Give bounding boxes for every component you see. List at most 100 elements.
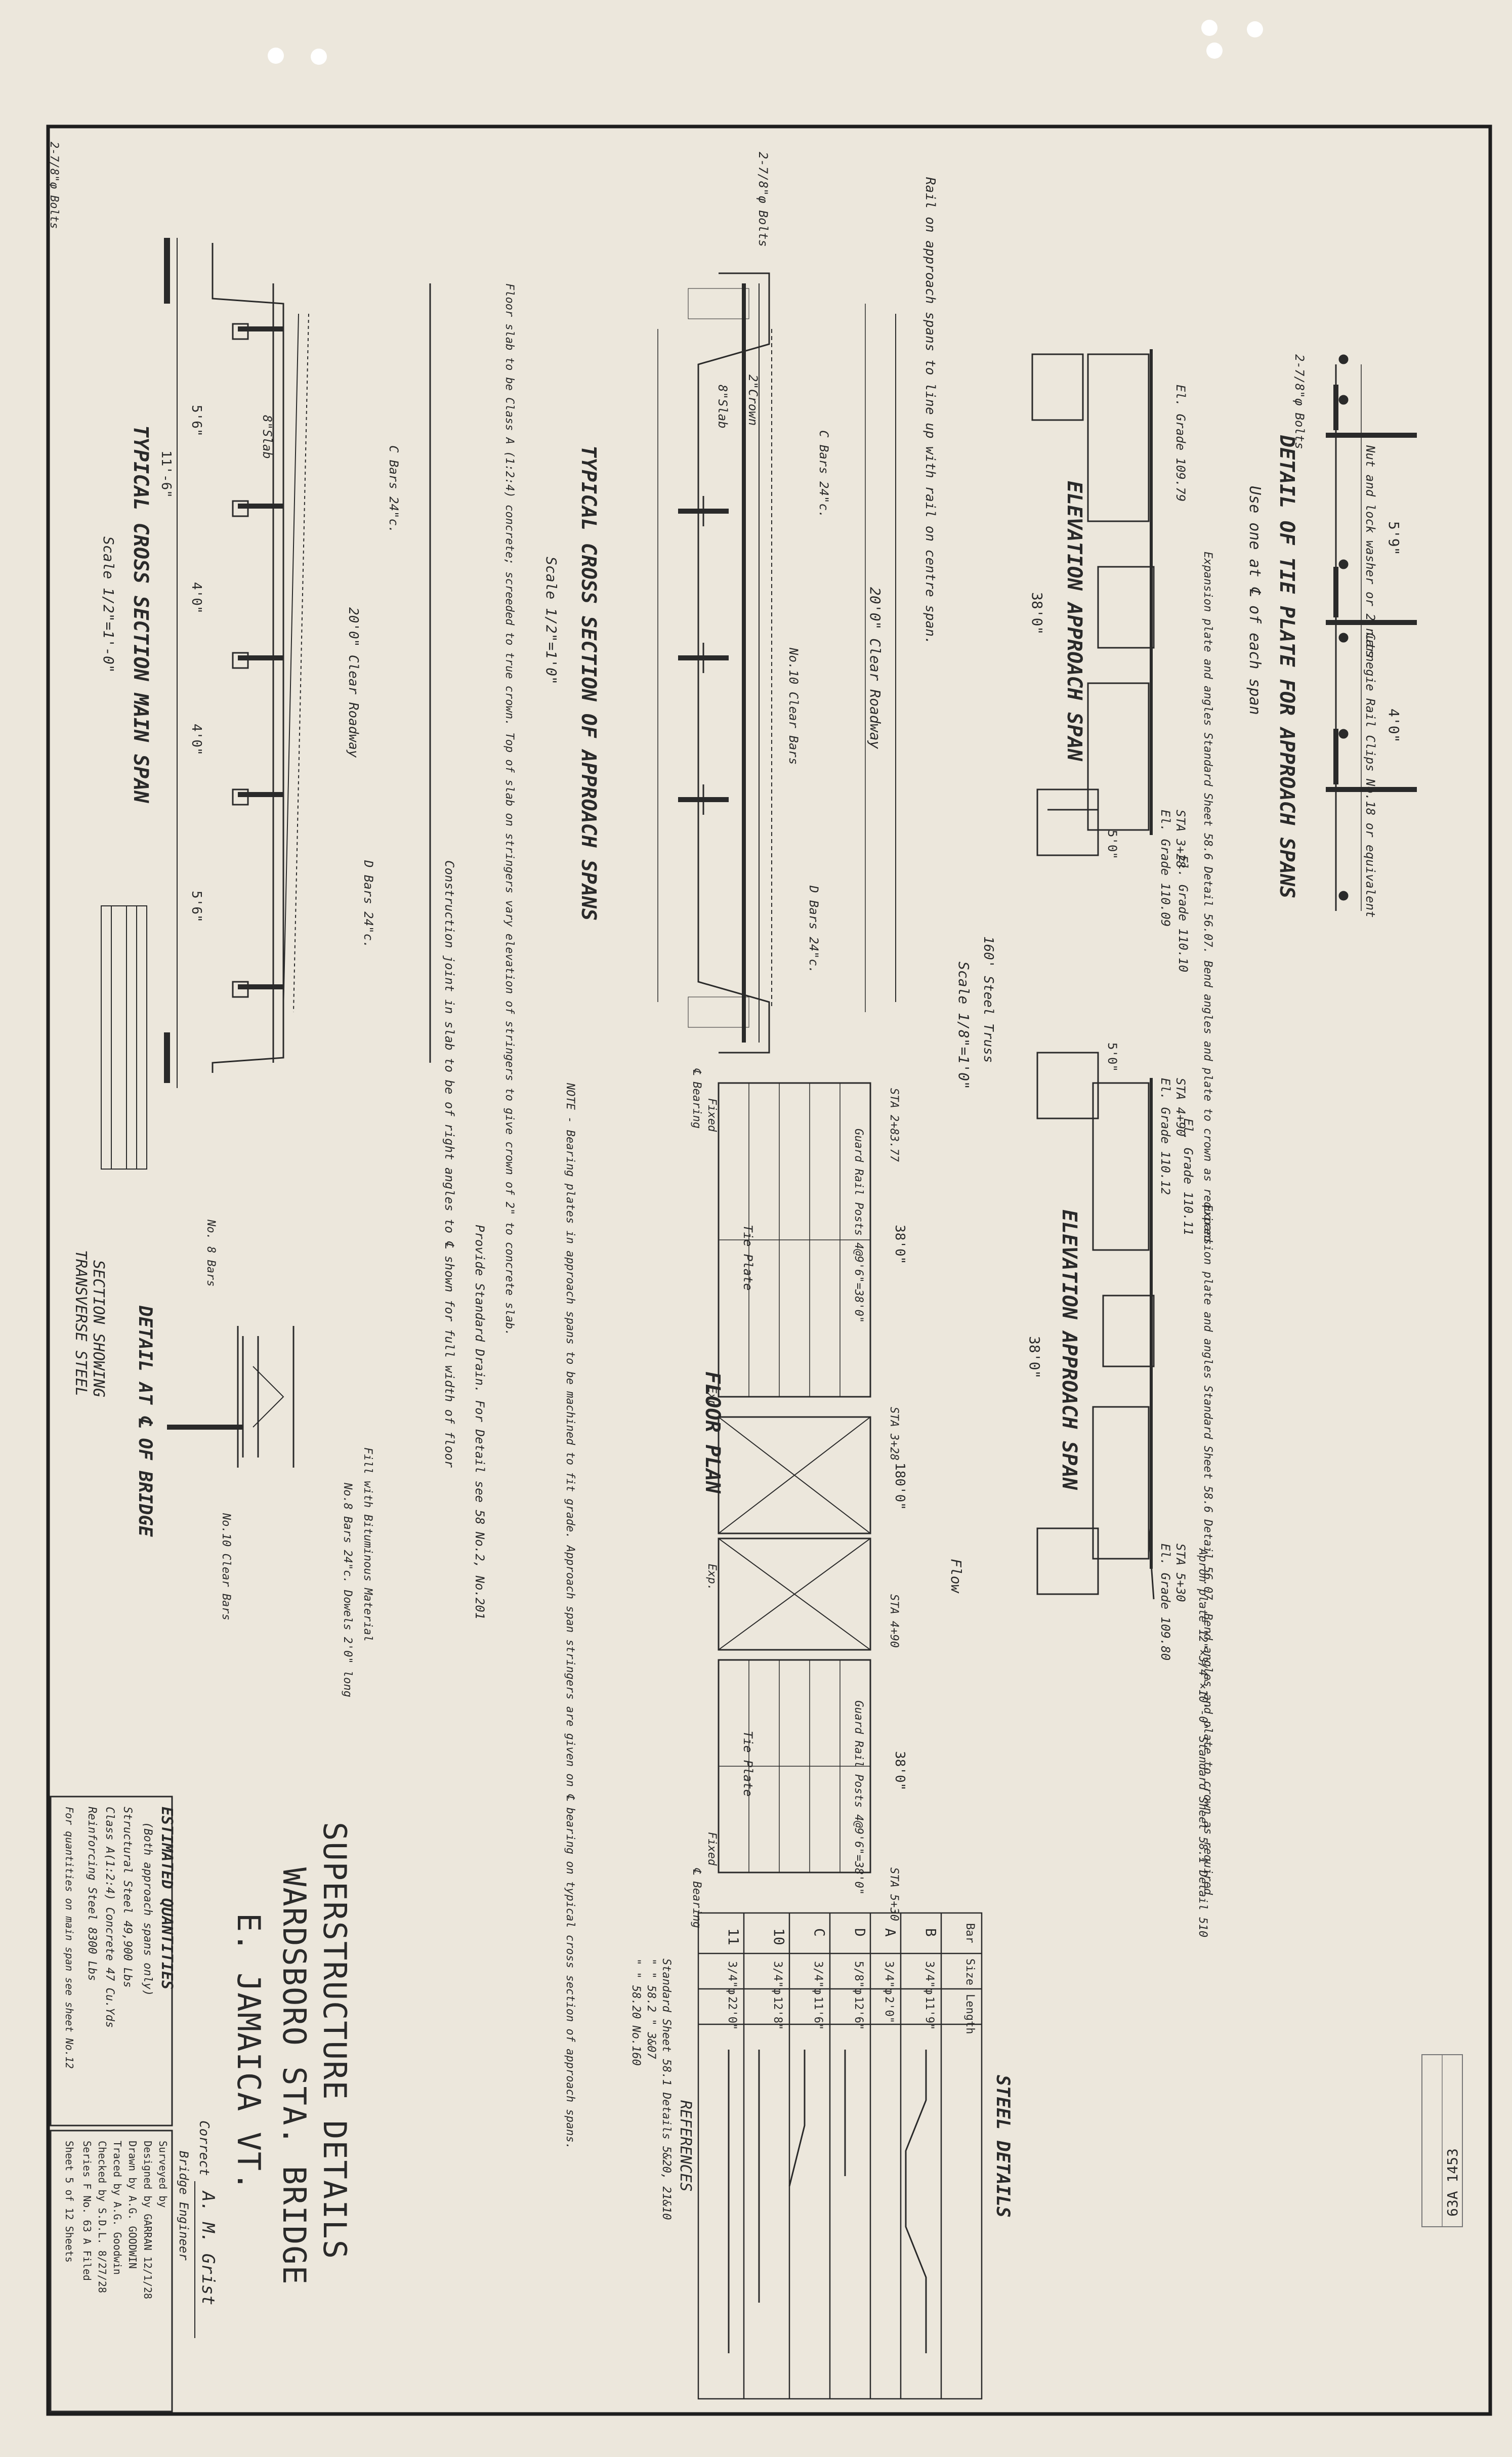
title-correct: Correct — [196, 2120, 212, 2176]
bent-bar-sketches — [728, 2050, 927, 2353]
floor-plan-span-b: 180'0" — [892, 1463, 907, 1510]
main-span-roadway: 20'0" Clear Roadway — [346, 607, 361, 758]
steel-row-0-len: 11'9" — [923, 1996, 936, 2030]
tie-plate-title: DETAIL OF TIE PLATE FOR APPROACH SPANS — [1275, 435, 1298, 898]
elevation-1-dim: 5'0" — [1105, 830, 1119, 859]
tie-plate-nut-label: Nut and lock washer or 2 nuts — [1363, 445, 1377, 657]
bridge-detail-nobars: No. 8 Bars — [204, 1219, 217, 1286]
floor-plan-sta-d: STA 5+30 — [888, 1867, 900, 1921]
floor-plan-exp-a: Exp. — [705, 1387, 718, 1413]
elevation-2-el-grade-e: El. Grade 110.11 — [1181, 1118, 1195, 1235]
floor-plan-guard-b: Guard Rail Posts 4@9'6"=38'0" — [852, 1700, 865, 1895]
approach-roadway-dim: 20'0" Clear Roadway — [867, 587, 884, 749]
approach-section-title: TYPICAL CROSS SECTION OF APPROACH SPANS — [577, 445, 600, 921]
main-span-cross-section — [164, 238, 431, 1088]
main-span-cbars: C Bars 24"c. — [387, 445, 401, 533]
floor-plan-sta-c: STA 4+90 — [888, 1594, 900, 1648]
references-title: REFERENCES — [677, 2100, 694, 2192]
floor-plan-span-c: 38'0" — [892, 1751, 907, 1790]
steel-row-2-size: 5/8"φ — [852, 1961, 865, 1994]
title-line-2: WARDSBORO STA. BRIDGE — [276, 1867, 313, 2285]
approach-slab-label: 8"Slab — [716, 385, 730, 429]
tie-plate-dim-4: 4'0" — [1385, 709, 1402, 742]
elevation-scale: Scale 1/8"=1'0" — [955, 962, 972, 1090]
main-span-dim-40b: 4'0" — [189, 724, 204, 756]
main-span-bolts: 2-7/8"φ Bolts — [48, 142, 60, 229]
elevation-1-el-grade-c: El. Grade 110.10 — [1176, 855, 1190, 972]
floor-plan-guard-a: Guard Rail Posts 4@9'6"=38'0" — [852, 1129, 865, 1323]
elevation-2-sta-d: STA 5+30 — [1173, 1544, 1188, 1602]
elevation-2-span: 38'0" — [1026, 1336, 1043, 1379]
main-span-dim-40a: 4'0" — [189, 582, 204, 614]
floor-plan — [718, 1082, 871, 1873]
floor-plan-title: FLOOR PLAN — [701, 1371, 724, 1494]
credit-row-0: Surveyed by — [157, 2141, 169, 2208]
steel-header-size: Size — [963, 1959, 976, 1985]
title-engineer: Bridge Engineer — [177, 2151, 191, 2261]
main-span-scale: Scale 1/2"=1'-0" — [100, 536, 117, 673]
main-span-dim-56a: 5'6" — [189, 405, 204, 437]
rail-note: Rail on approach spans to line up with r… — [922, 177, 938, 645]
drawing-border — [46, 124, 1492, 2416]
floor-plan-sta-b: STA 3+28 — [888, 1407, 900, 1461]
steel-row-2-len: 12'6" — [852, 1996, 865, 2030]
quantities-box — [50, 1796, 173, 2412]
tie-plate-note: Use one at ℄ of each span — [1246, 486, 1264, 715]
title-block: SUPERSTRUCTURE DETAILS WARDSBORO STA. BR… — [177, 1822, 353, 2338]
elevation-1-title: ELEVATION APPROACH SPAN — [1063, 481, 1086, 762]
title-line-3: E. JAMAICA VT. — [230, 1913, 267, 2192]
elevation-2-sta-c: STA 4+90 — [1173, 1078, 1188, 1137]
steel-details-title: STEEL DETAILS — [992, 2075, 1013, 2218]
apron-plate-note: Apron plate 12"×3/4"×10'-0" Standard She… — [1196, 1548, 1209, 1937]
title-signature: A. M. Grist — [198, 2190, 218, 2305]
steel-row-3-size: 3/4"φ — [812, 1961, 824, 1994]
elevation-approach-span-1 — [1031, 349, 1155, 856]
approach-dbars-label: D Bars 24"c. — [807, 885, 821, 973]
elevation-1-el-grade-a: El. Grade 109.79 — [1173, 385, 1188, 502]
bridge-detail-dowels: No.8 Bars 24"c. Dowels 2'0" long — [341, 1482, 354, 1697]
credit-row-6: Sheet 5 of 12 Sheets — [63, 2141, 75, 2263]
main-span-dbars: D Bars 24"c. — [361, 860, 375, 948]
floor-plan-fixed-a: Fixed — [705, 1098, 718, 1132]
transverse-steel-section — [101, 905, 147, 1170]
approach-cbars-label: C Bars 24"c. — [817, 430, 831, 518]
steel-details-rows: B 3/4"φ 11'9" A 3/4"φ 2'0" D 5/8"φ 12'6"… — [725, 1928, 939, 2030]
steel-row-5-len: 22'0" — [726, 1996, 738, 2030]
elevation-2-title: ELEVATION APPROACH SPAN — [1058, 1210, 1081, 1490]
floor-plan-bearing-b: ℄ Bearing — [690, 1867, 703, 1928]
punch-holes — [268, 20, 1263, 65]
steel-row-4-size: 3/4"φ — [771, 1961, 784, 1994]
floor-plan-tie-a: Tie Plate — [741, 1225, 755, 1290]
steel-details-table — [697, 1912, 983, 2400]
steel-row-2-bar: D — [852, 1928, 868, 1937]
reference-3: " " 58.20 No.160 — [629, 1959, 642, 2066]
credit-row-3: Traced by A.G. Goodwin — [111, 2141, 123, 2275]
bridge-detail-title: DETAIL AT ℄ OF BRIDGE — [135, 1305, 155, 1537]
steel-row-3-bar: C — [811, 1928, 828, 1937]
drain-note: Provide Standard Drain. For Detail see 5… — [473, 1225, 487, 1619]
title-line-1: SUPERSTRUCTURE DETAILS — [316, 1822, 353, 2260]
transverse-section-title: SECTION SHOWING — [90, 1260, 107, 1397]
credit-row-1: Designed by GARRAN 12/1/28 — [142, 2141, 154, 2299]
steel-row-0-bar: B — [922, 1928, 939, 1937]
bridge-centerline-detail — [167, 1326, 295, 1468]
floor-plan-bearing-a: ℄ Bearing — [690, 1068, 703, 1129]
stamp-text: 63A 1453 — [1444, 2148, 1461, 2217]
quantities-row-2: Reinforcing Steel 8300 Lbs — [86, 1807, 98, 1981]
steel-row-3-len: 11'6" — [812, 1996, 824, 2030]
construction-joint-note: Construction joint in slab to be of righ… — [442, 860, 456, 1468]
approach-bolts-label: 2-7/8"φ Bolts — [756, 152, 770, 247]
bridge-detail-fill: Fill with Bituminous Material — [361, 1447, 374, 1642]
elevation-2-dim: 5'0" — [1105, 1043, 1119, 1072]
truss-span-label: 160' Steel Truss — [981, 936, 996, 1063]
floor-plan-exp-b: Exp. — [705, 1564, 718, 1591]
floor-plan-fixed-b: Fixed — [705, 1832, 718, 1866]
bridge-detail-bars: No.10 Clear Bars — [220, 1513, 232, 1620]
quantities-row-0: Structural Steel 49,900 Lbs — [121, 1807, 134, 1988]
reference-2: " " 58.2 " 3&07 — [645, 1959, 657, 2059]
tie-plate-dim-5: 5'9" — [1385, 521, 1402, 555]
quantities-sub: (Both approach spans only) — [141, 1822, 154, 1996]
elevation-2-el-grade-f: El. Grade 109.80 — [1158, 1544, 1172, 1660]
floor-slab-note: Floor slab to be Class A (1:2:4) concret… — [503, 283, 516, 1336]
